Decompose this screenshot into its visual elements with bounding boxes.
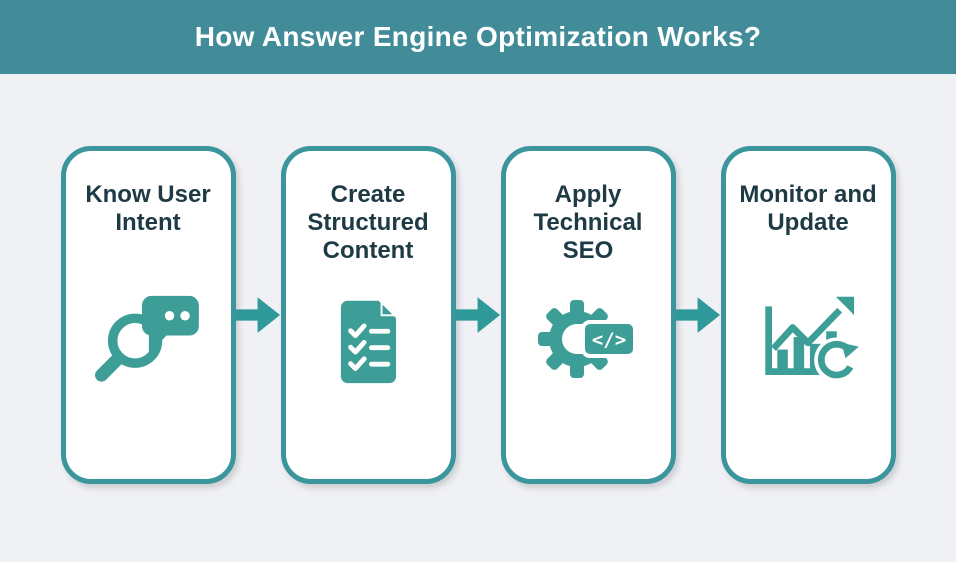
gear-code-icon: </> <box>537 279 639 399</box>
right-arrow-icon <box>455 293 501 337</box>
step-title: Create Structured Content <box>307 181 429 265</box>
page-title: How Answer Engine Optimization Works? <box>194 21 762 52</box>
right-arrow-icon <box>675 293 721 337</box>
step-title: Know User Intent <box>85 181 211 237</box>
chart-refresh-icon <box>754 279 862 399</box>
code-glyph: </> <box>592 329 626 351</box>
step-card-create-structured-content: Create Structured Content <box>280 146 456 484</box>
step-card-apply-technical-seo: Apply Technical SEO <box>500 146 676 484</box>
step-card-know-user-intent: Know User Intent <box>60 146 236 484</box>
right-arrow-icon <box>235 293 281 337</box>
step-card-monitor-and-update: Monitor and Update <box>720 146 896 484</box>
step-title: Monitor and Update <box>739 181 877 237</box>
search-chat-icon <box>92 279 204 399</box>
step-title: Apply Technical SEO <box>533 181 643 265</box>
process-flow: Know User Intent Create Structured Conte… <box>0 146 956 484</box>
checklist-document-icon <box>323 279 413 399</box>
header-bar: How Answer Engine Optimization Works? <box>0 0 956 74</box>
